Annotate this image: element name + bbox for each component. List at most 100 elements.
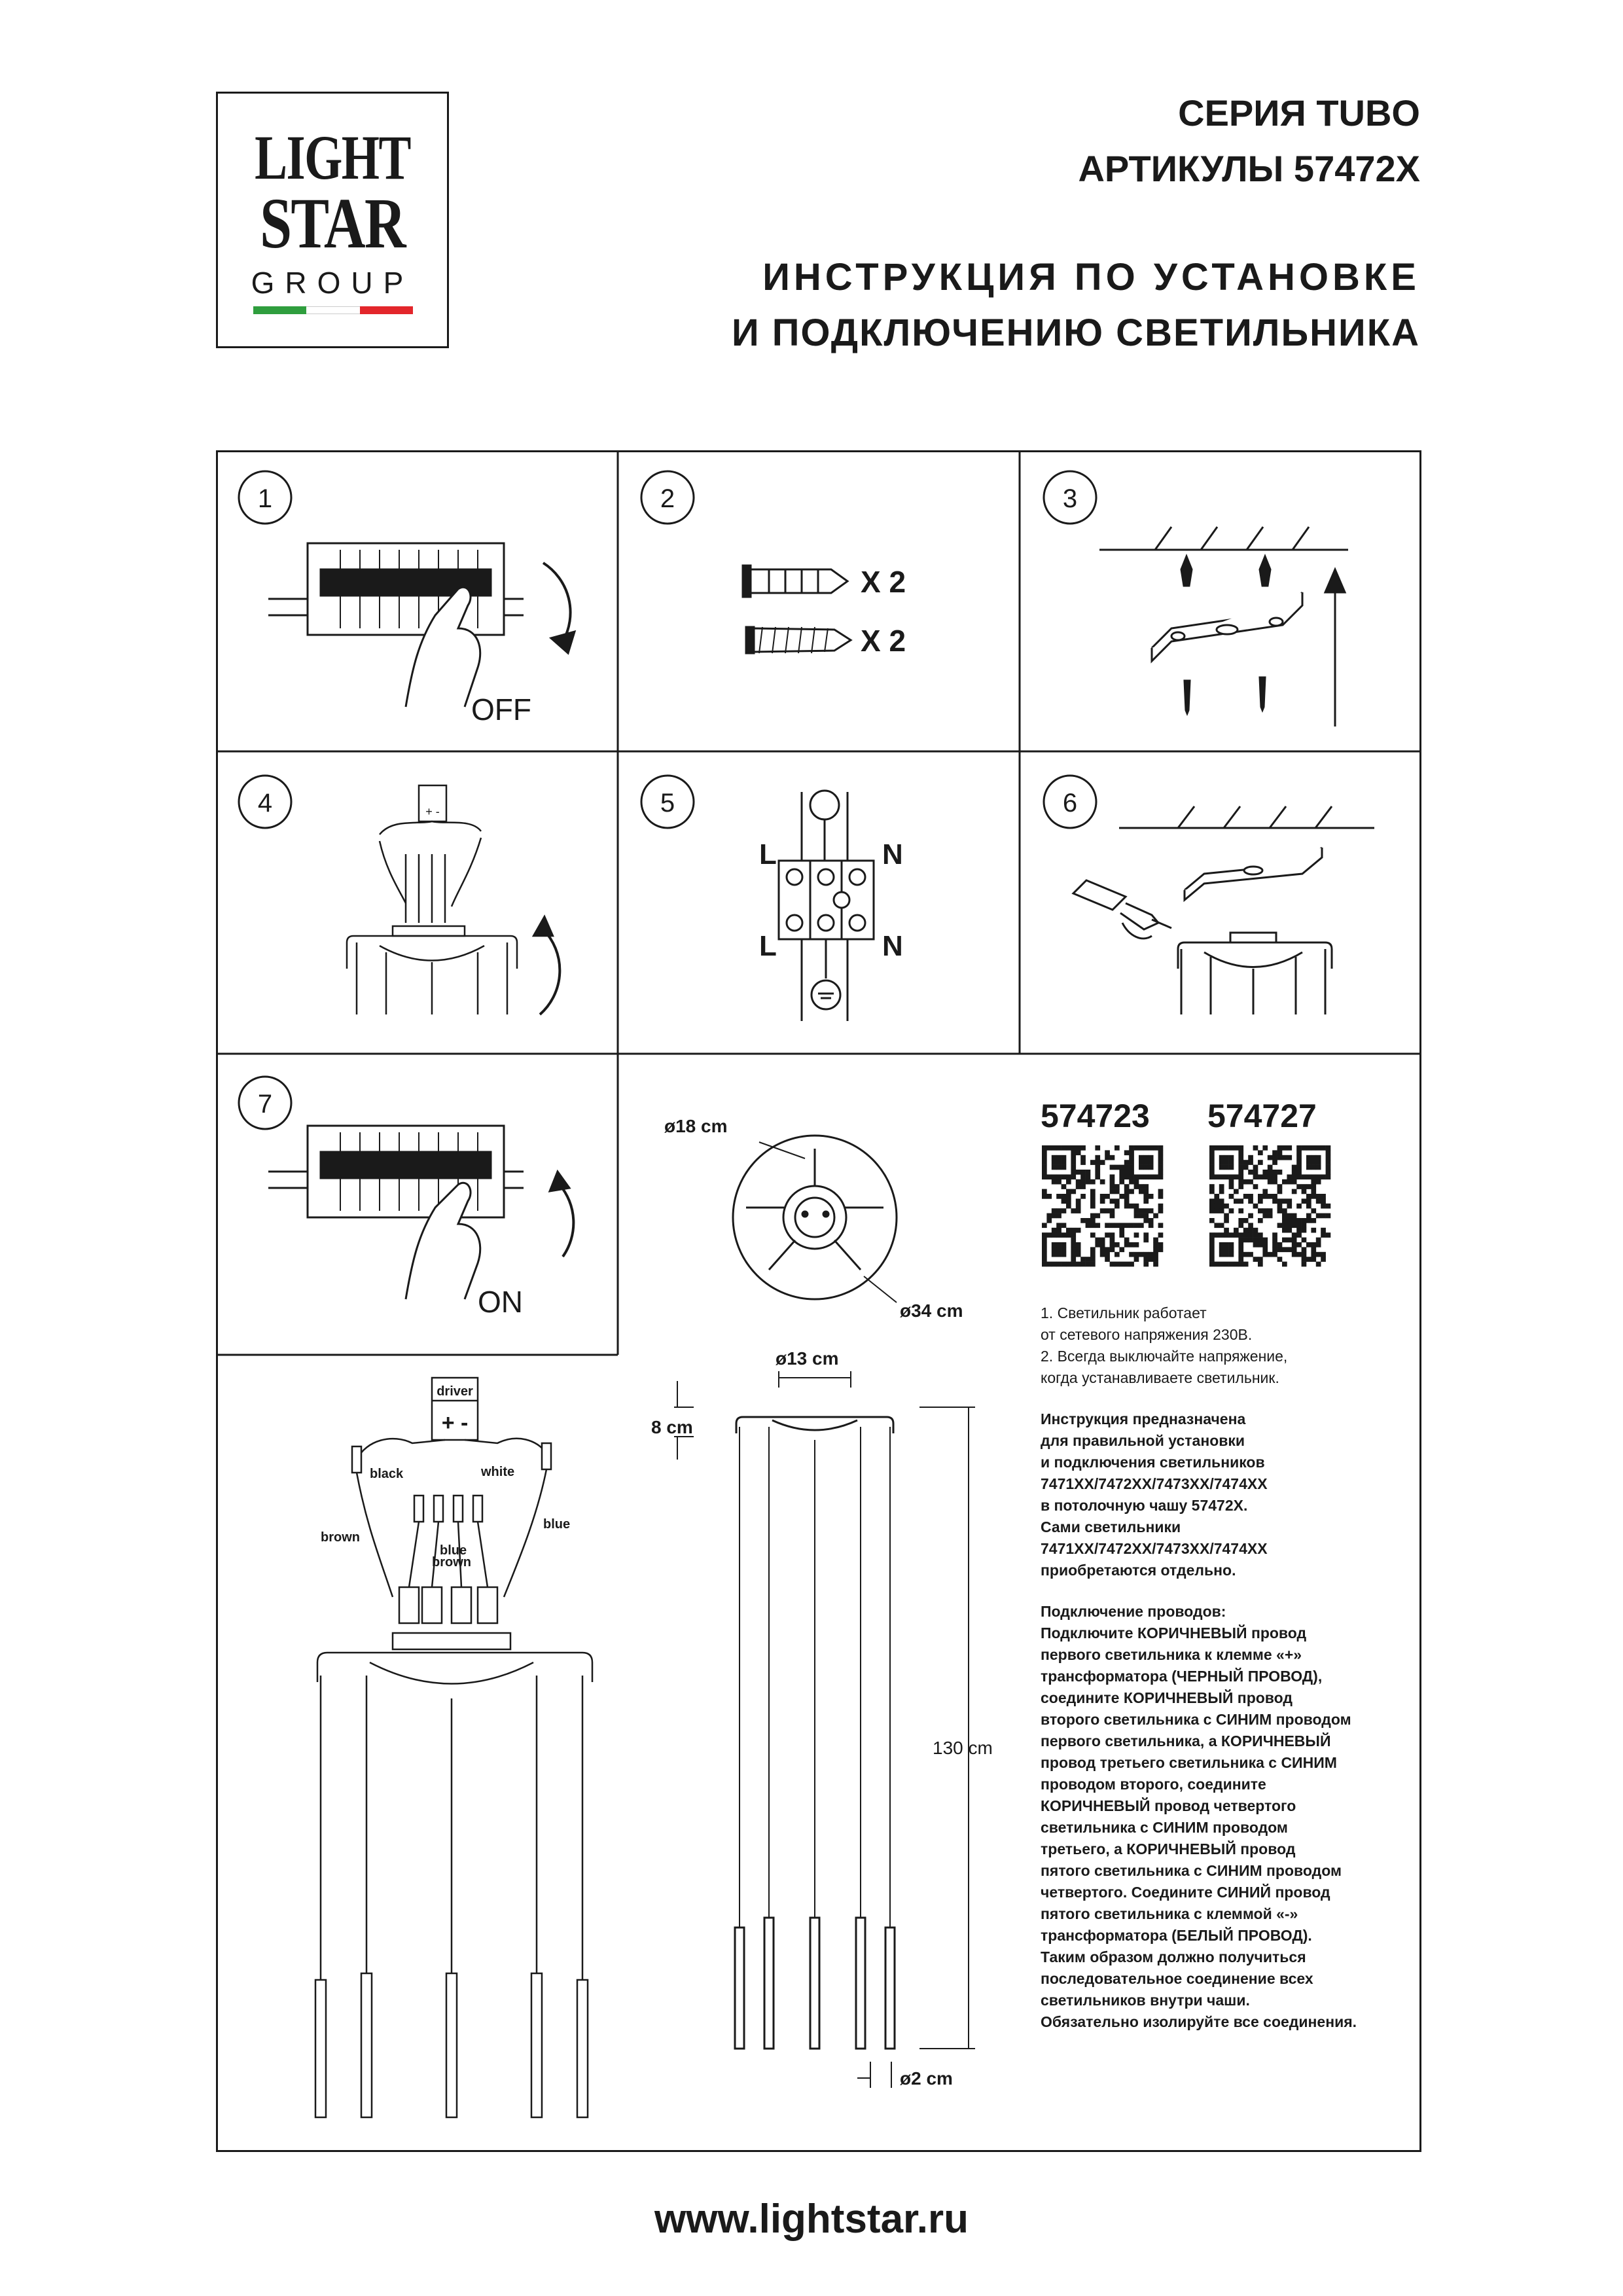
qr-module [1287,1227,1293,1233]
qr-module [1143,1261,1149,1267]
qr-module [1243,1179,1249,1185]
qr-module [1262,1213,1268,1219]
qr-module [1051,1213,1057,1219]
qr-module [1277,1189,1283,1194]
qr-module [1282,1179,1287,1185]
qr-module [1143,1145,1149,1151]
qr-module [1209,1247,1215,1253]
note-line: пятого светильника с СИНИМ проводом [1041,1862,1342,1879]
website-url[interactable]: www.lightstar.ru [654,2197,969,2242]
qr-module [1209,1232,1215,1238]
qr-module [1153,1242,1158,1247]
qr-module [1124,1203,1130,1209]
qr-module [1085,1218,1091,1223]
qr-module [1119,1227,1125,1233]
qr-module [1209,1251,1215,1257]
qr-module [1238,1198,1244,1204]
qr-module [1115,1251,1120,1257]
qr-module [1219,1232,1224,1238]
qr-module [1071,1164,1077,1170]
qr-module [1042,1155,1047,1160]
qr-module [1071,1160,1077,1165]
qr-module [1099,1160,1105,1165]
qr-module [1066,1203,1071,1209]
qr-module [1321,1232,1326,1238]
qr-module [1238,1218,1244,1223]
qr-module [1282,1198,1287,1204]
qr-module [1133,1257,1139,1262]
qr-module [1158,1170,1164,1175]
qr-module [1321,1227,1326,1233]
qr-module [1214,1232,1220,1238]
qr-module [1095,1237,1101,1243]
note-line: 2. Всегда выключайте напряжение, [1041,1348,1288,1365]
qr-code-574723[interactable] [1042,1145,1164,1267]
qr-module [1321,1145,1326,1151]
qr-module [1315,1261,1321,1267]
qr-module [1224,1218,1229,1223]
qr-module [1051,1179,1057,1185]
qr-module [1238,1251,1244,1257]
qr-module [1080,1218,1086,1223]
qr-module [1243,1261,1249,1267]
qr-code-label-2: 574727 [1207,1098,1317,1134]
qr-module [1311,1164,1317,1170]
qr-module [1311,1257,1317,1262]
qr-module [1109,1184,1115,1189]
step7-panel: 7 ON [238,1075,575,1319]
qr-module [1234,1198,1239,1204]
qr-module [1296,1150,1302,1156]
qr-module [1158,1223,1164,1229]
qr-module [1148,1174,1154,1180]
qr-module [1238,1145,1244,1151]
qr-module [1301,1198,1307,1204]
qr-module [1056,1179,1061,1185]
qr-module [1158,1242,1164,1247]
logo-line-star: STAR [260,183,406,263]
qr-module [1109,1189,1115,1194]
qr-module [1325,1232,1331,1238]
qr-module [1214,1261,1220,1267]
qr-module [1258,1237,1263,1243]
qr-module [1291,1218,1297,1223]
qr-module [1139,1164,1144,1170]
qr-module [1143,1208,1149,1213]
qr-module [1306,1257,1311,1262]
qr-module [1071,1261,1077,1267]
dim-canopy-small: ø18 cm [664,1116,728,1136]
articles-title: АРТИКУЛЫ 57472X [1078,148,1420,189]
qr-code-574727[interactable] [1209,1145,1331,1267]
qr-module [1042,1145,1047,1151]
qr-module [1253,1203,1258,1209]
qr-module [1219,1208,1224,1213]
qr-module [1219,1184,1224,1189]
qr-module [1301,1223,1307,1229]
qr-module [1158,1174,1164,1180]
qr-module [1258,1160,1263,1165]
qr-module [1238,1257,1244,1262]
qr-module [1066,1261,1071,1267]
qr-module [1115,1164,1120,1170]
qr-module [1056,1213,1061,1219]
qr-module [1219,1198,1224,1204]
qr-module [1311,1160,1317,1165]
qr-module [1315,1198,1321,1204]
qr-module [1219,1155,1224,1160]
qr-module [1148,1145,1154,1151]
qr-module [1071,1170,1077,1175]
qr-module [1315,1213,1321,1219]
qr-module [1306,1174,1311,1180]
qr-module [1238,1174,1244,1180]
qr-module [1224,1247,1229,1253]
qr-module [1124,1170,1130,1175]
qr-module [1061,1160,1067,1165]
qr-module [1282,1261,1287,1267]
instruction-title-line1: ИНСТРУКЦИЯ ПО УСТАНОВКЕ [762,256,1420,298]
circuit-breaker-on-icon [268,1124,575,1300]
qr-module [1056,1261,1061,1267]
qr-module [1129,1150,1134,1156]
qr-module [1105,1155,1110,1160]
qr-module [1209,1203,1215,1209]
qr-module [1056,1155,1061,1160]
qr-module [1143,1232,1149,1238]
